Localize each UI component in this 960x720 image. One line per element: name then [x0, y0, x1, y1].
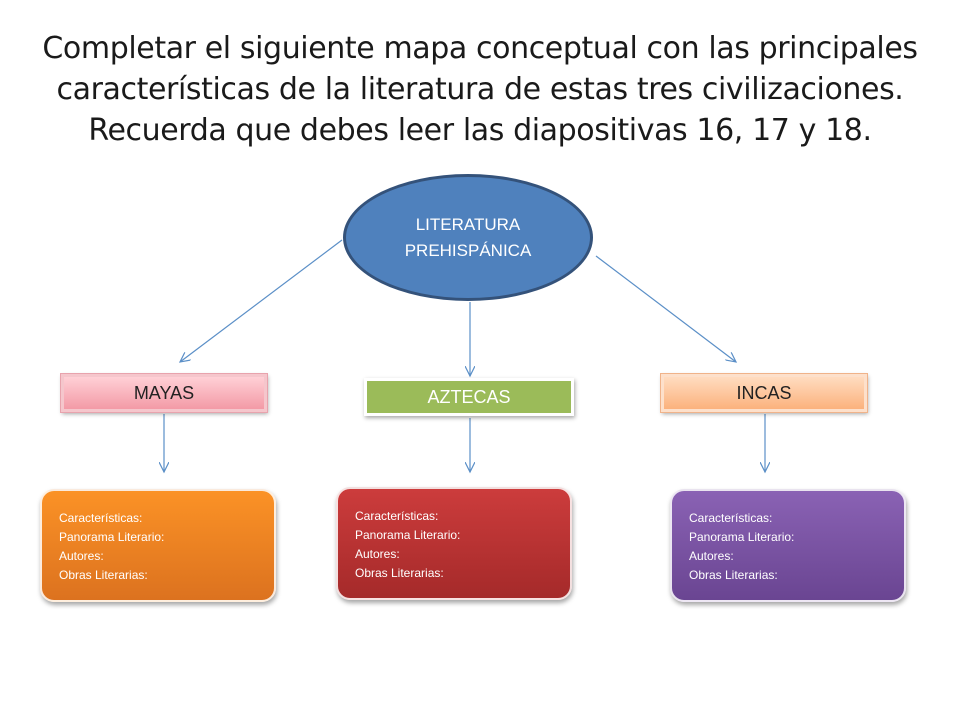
- detail-line-obras: Obras Literarias:: [689, 568, 778, 582]
- node-label: INCAS: [736, 382, 792, 403]
- detail-line-panorama: Panorama Literario:: [689, 530, 795, 544]
- root-label-line: LITERATURA: [415, 214, 521, 234]
- detail-line-autores: Autores:: [689, 549, 734, 563]
- node-label: AZTECAS: [427, 386, 511, 407]
- title-line: Completar el siguiente mapa conceptual c…: [42, 31, 918, 66]
- title-line: características de la literatura de esta…: [56, 72, 904, 107]
- detail-line-caracteristicas: Características:: [355, 509, 439, 523]
- detail-line-obras: Obras Literarias:: [355, 566, 444, 580]
- detail-line-panorama: Panorama Literario:: [59, 530, 165, 544]
- arrow-root-to-incas: [595, 255, 736, 362]
- node-label: MAYAS: [133, 382, 195, 403]
- details-box-aztecas: Características: Panorama Literario: Aut…: [336, 487, 572, 600]
- page-title: Completar el siguiente mapa conceptual c…: [20, 28, 940, 151]
- node-mayas: MAYAS: [60, 373, 268, 413]
- details-box-mayas: Características: Panorama Literario: Aut…: [40, 489, 276, 602]
- arrow-root-to-mayas: [180, 239, 343, 362]
- node-aztecas: AZTECAS: [364, 378, 574, 416]
- detail-line-obras: Obras Literarias:: [59, 568, 148, 582]
- detail-line-caracteristicas: Características:: [689, 511, 773, 525]
- root-label-line: PREHISPÁNICA: [404, 240, 532, 260]
- title-line: Recuerda que debes leer las diapositivas…: [88, 113, 872, 148]
- detail-line-panorama: Panorama Literario:: [355, 528, 461, 542]
- node-incas: INCAS: [660, 373, 868, 413]
- detail-line-autores: Autores:: [355, 547, 400, 561]
- root-node-literatura-prehispanica: LITERATURA PREHISPÁNICA: [343, 174, 593, 301]
- detail-line-autores: Autores:: [59, 549, 104, 563]
- details-box-incas: Características: Panorama Literario: Aut…: [670, 489, 906, 602]
- detail-line-caracteristicas: Características:: [59, 511, 143, 525]
